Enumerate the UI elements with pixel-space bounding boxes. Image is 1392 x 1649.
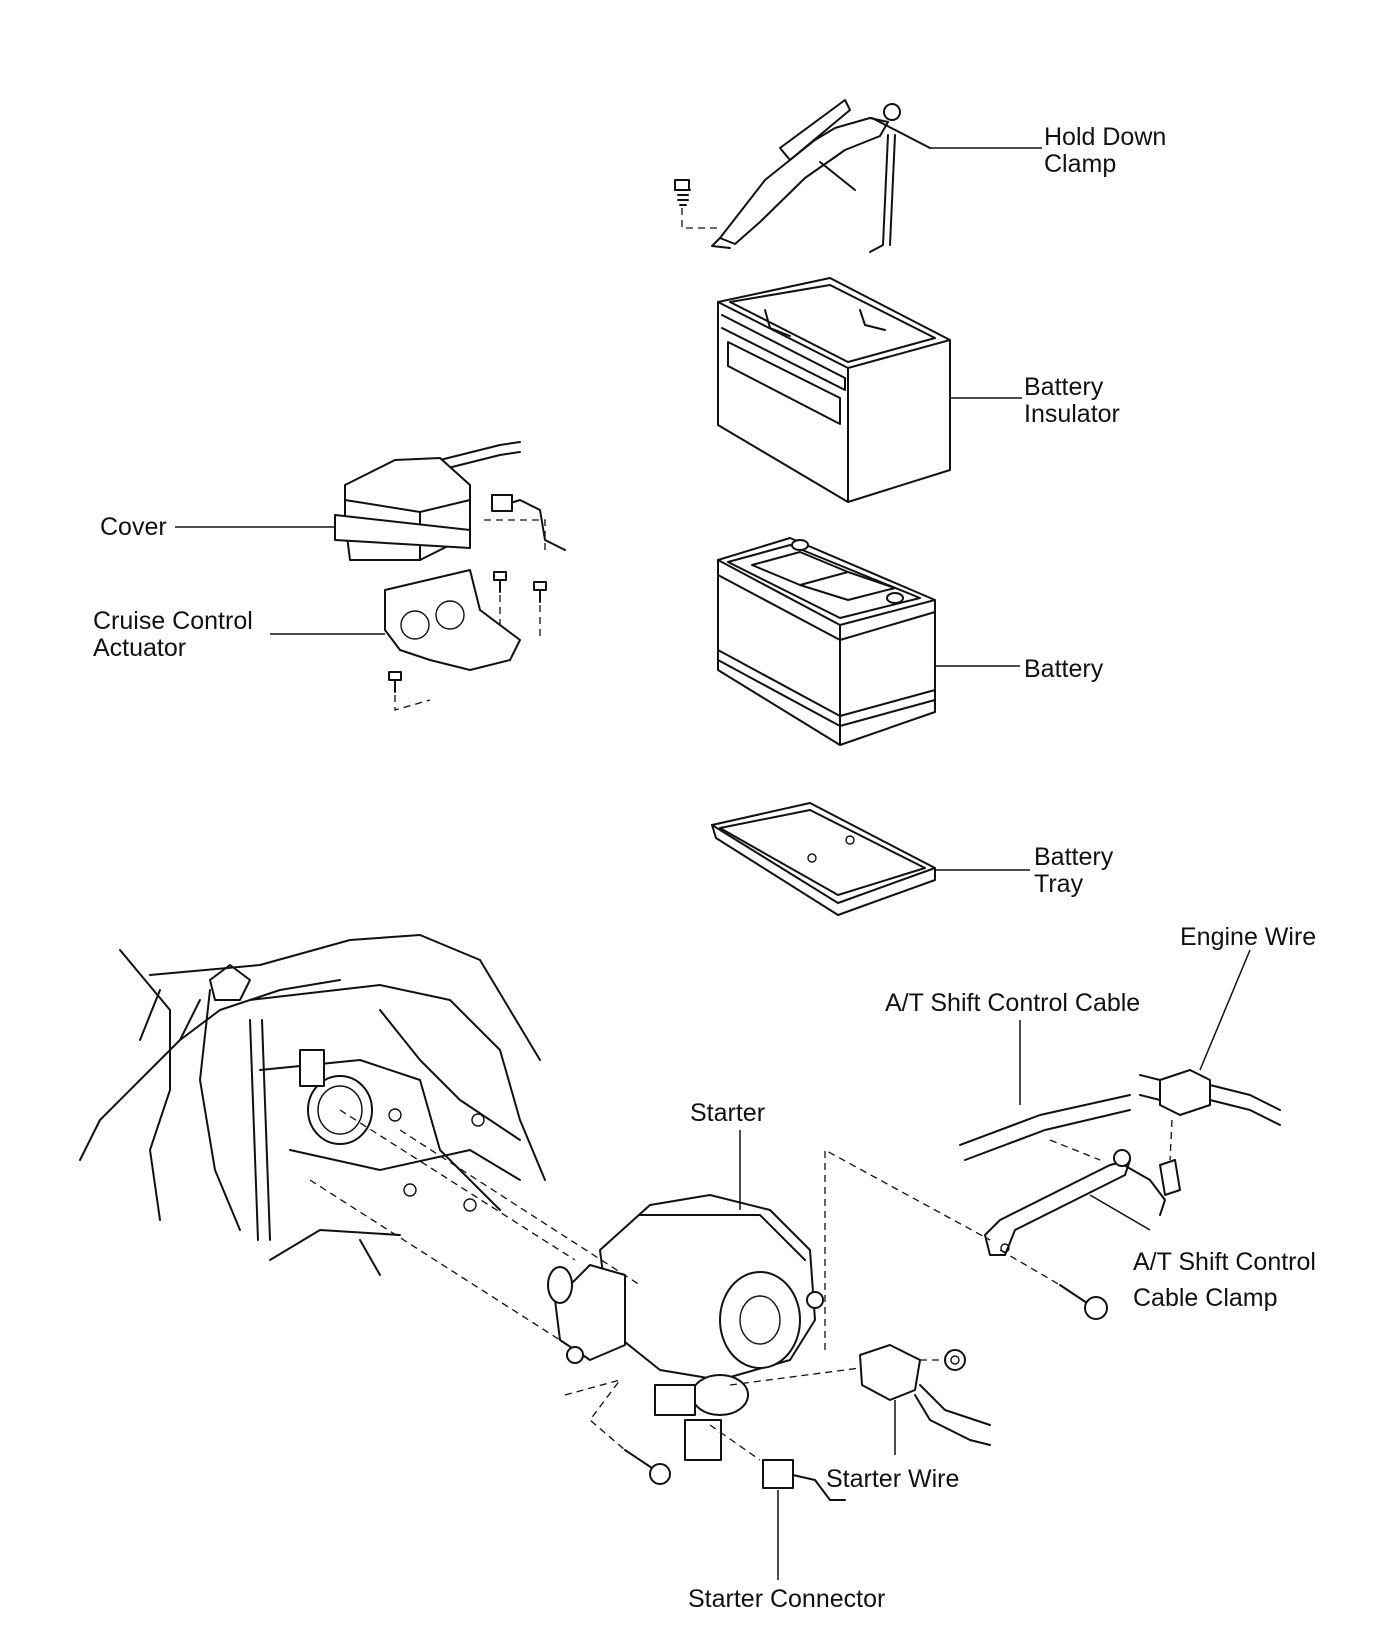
battery-tray-drawing [711, 802, 936, 916]
battery-drawing [717, 537, 936, 746]
cruise-control-actuator-label-line1: Cruise Control [93, 607, 253, 635]
starter-wire-drawing [762, 1344, 991, 1501]
battery-insulator-label-line1: Battery [1024, 373, 1104, 401]
battery-insulator-drawing [717, 277, 951, 503]
at-shift-control-cable-clamp-label-line1: A/T Shift Control [1133, 1248, 1316, 1276]
hold-down-clamp-label-line1: Hold Down [1044, 123, 1167, 151]
battery-insulator-label-line2: Insulator [1024, 400, 1120, 428]
at-shift-control-cable-clamp-label: A/T Shift Control Cable Clamp [1133, 1244, 1316, 1316]
starter-bolts-drawing [624, 1284, 1108, 1485]
cover-label: Cover [100, 513, 167, 541]
starter-wire-label: Starter Wire [826, 1465, 960, 1493]
at-shift-control-cable-label: A/T Shift Control Cable [885, 989, 1141, 1017]
battery-tray-label-line1: Battery [1034, 843, 1114, 871]
shift-cable-drawing [959, 1069, 1281, 1256]
battery-label: Battery [1024, 655, 1104, 683]
cruise-control-actuator-label-line2: Actuator [93, 634, 187, 662]
leader-lines [175, 147, 1251, 1580]
battery-insulator-label: Battery Insulator [1024, 374, 1120, 428]
at-shift-control-cable-clamp-label-line2: Cable Clamp [1133, 1284, 1278, 1312]
hold-down-clamp-label: Hold Down Clamp [1044, 124, 1166, 178]
starter-label: Starter [690, 1099, 766, 1127]
cruise-control-actuator-label: Cruise Control Actuator [93, 608, 253, 662]
hold-down-clamp-drawing [674, 99, 931, 253]
cruise-control-actuator-drawing [334, 441, 566, 711]
assembly-dashed-lines [309, 1109, 1173, 1461]
hold-down-clamp-label-line2: Clamp [1044, 150, 1117, 178]
engine-wire-label: Engine Wire [1180, 923, 1317, 951]
battery-tray-label: Battery Tray [1034, 844, 1113, 898]
battery-tray-label-line2: Tray [1034, 870, 1084, 898]
engine-block-drawing [79, 934, 546, 1276]
starter-connector-label: Starter Connector [688, 1585, 886, 1613]
starter-drawing [547, 1194, 824, 1461]
